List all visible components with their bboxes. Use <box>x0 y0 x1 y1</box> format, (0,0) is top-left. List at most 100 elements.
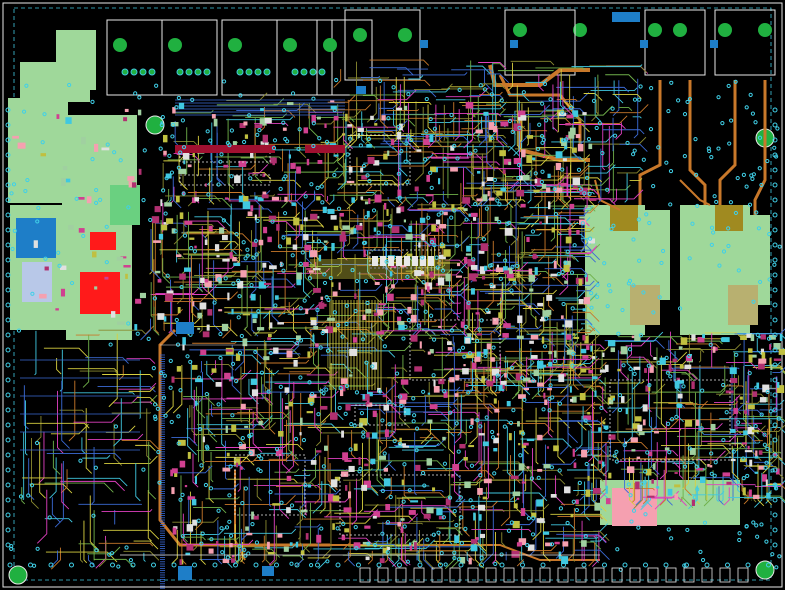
component-pad <box>137 109 142 116</box>
trace <box>559 177 603 183</box>
trace <box>34 330 37 376</box>
via <box>570 306 575 311</box>
via <box>750 176 755 181</box>
component-pad <box>758 362 765 370</box>
trace <box>300 502 311 554</box>
trace <box>343 124 354 149</box>
via <box>352 423 357 428</box>
via <box>237 350 243 355</box>
via <box>256 453 262 459</box>
component-pad <box>516 189 525 197</box>
via <box>612 133 618 138</box>
copper-pour <box>110 185 140 225</box>
trace <box>567 367 578 443</box>
component-pad <box>518 394 526 399</box>
via <box>164 176 169 181</box>
trace <box>729 409 764 416</box>
via <box>439 242 445 247</box>
trace <box>206 248 243 252</box>
via <box>668 374 673 379</box>
via <box>315 562 320 568</box>
component-pad <box>218 309 223 312</box>
trace <box>181 536 206 541</box>
component-pad <box>365 556 370 561</box>
trace <box>534 373 602 376</box>
trace <box>771 427 785 434</box>
component-pad <box>758 450 763 455</box>
component-pad <box>520 115 527 121</box>
component-pad <box>493 447 498 452</box>
trace <box>574 477 604 482</box>
trace <box>557 516 603 520</box>
via <box>755 534 760 539</box>
trace <box>531 358 542 400</box>
component-pad <box>503 266 508 272</box>
component-pad <box>117 321 125 325</box>
trace <box>605 74 638 84</box>
component-pad <box>536 360 544 369</box>
component-pad <box>399 393 408 400</box>
trace <box>633 78 639 139</box>
via <box>531 378 536 383</box>
via <box>386 116 391 121</box>
component-pad <box>699 476 706 483</box>
copper-pour <box>20 62 90 102</box>
component-pad <box>758 465 765 470</box>
component-pad <box>86 196 92 204</box>
via <box>416 323 421 328</box>
trace <box>668 367 740 370</box>
trace <box>103 529 160 540</box>
trace <box>387 196 395 207</box>
component-pad <box>741 442 748 445</box>
via <box>303 483 308 488</box>
via <box>5 512 11 518</box>
component-pad <box>55 308 59 311</box>
component-pad <box>743 430 748 436</box>
component-pad <box>523 442 529 446</box>
trace <box>736 334 745 412</box>
component-pad <box>233 262 241 267</box>
component-pad <box>475 129 483 134</box>
trace <box>340 283 383 291</box>
via <box>751 172 756 177</box>
mounting-hole <box>283 38 297 52</box>
via <box>632 371 637 376</box>
via <box>492 177 498 183</box>
trace <box>651 490 680 499</box>
component-pad <box>588 143 593 150</box>
trace <box>617 168 641 174</box>
pad-blue <box>510 40 518 48</box>
component-pad <box>317 159 323 164</box>
component-pad <box>539 376 542 379</box>
component-pad <box>223 164 229 168</box>
via <box>452 208 457 213</box>
trace <box>517 235 527 290</box>
component-pad <box>569 386 572 393</box>
component-pad <box>176 254 182 258</box>
trace <box>386 108 420 111</box>
via <box>26 493 31 498</box>
trace <box>191 255 197 318</box>
trace <box>43 347 89 359</box>
via <box>237 544 242 549</box>
via <box>709 451 714 456</box>
via <box>230 361 236 366</box>
via <box>495 198 500 203</box>
component-pad <box>385 286 388 293</box>
trace <box>535 316 539 329</box>
component-pad <box>459 443 466 449</box>
via <box>772 262 777 267</box>
via <box>720 121 725 126</box>
component-pad <box>551 227 555 233</box>
trace <box>421 395 426 426</box>
trace <box>493 138 502 200</box>
component-pad <box>542 310 550 317</box>
trace <box>448 302 462 304</box>
trace <box>567 375 601 379</box>
component-pad <box>426 507 434 514</box>
mounting-hole <box>718 23 732 37</box>
trace <box>705 463 708 502</box>
component-pad <box>760 334 766 340</box>
trace <box>306 242 328 248</box>
component-pad <box>286 350 293 358</box>
